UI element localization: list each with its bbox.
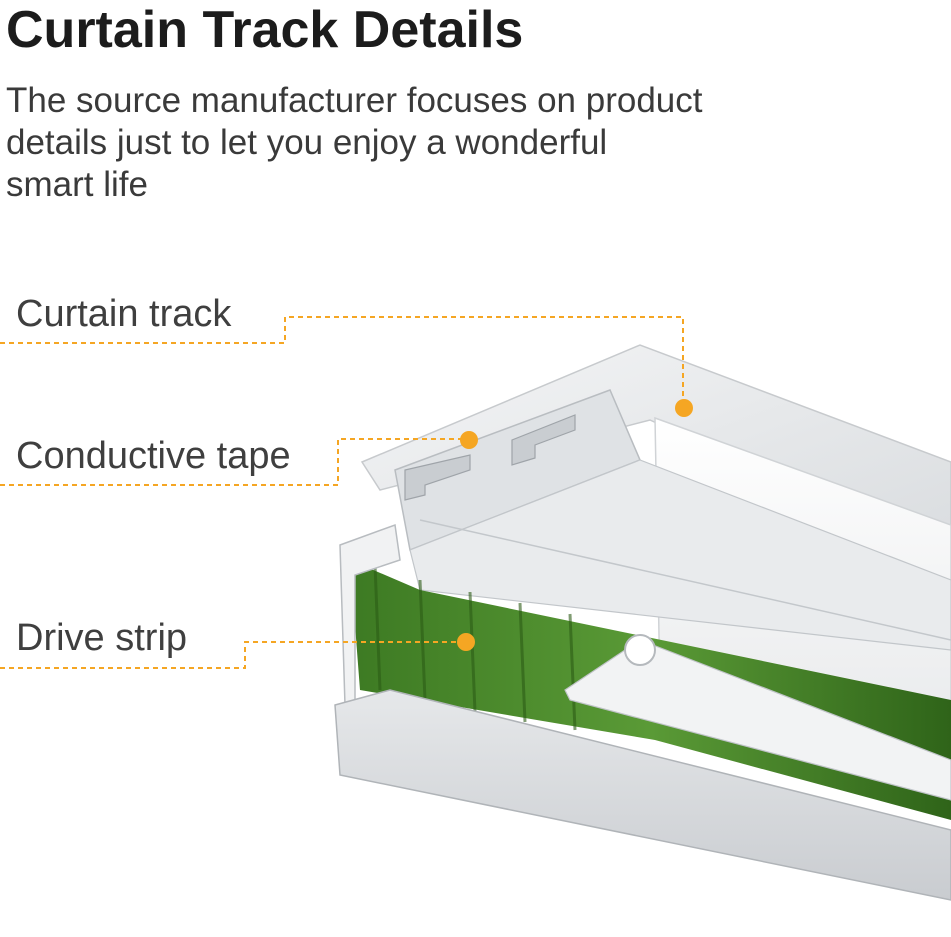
label-drive-strip: Drive strip (16, 617, 188, 659)
subtitle: The source manufacturer focuses on produ… (6, 80, 906, 206)
label-conductive-tape: Conductive tape (16, 435, 291, 477)
drive-strip-marker (457, 633, 475, 651)
subtitle-line-1: The source manufacturer focuses on produ… (6, 81, 703, 120)
callout-line-curtain-track (0, 316, 684, 405)
callout-line-drive-strip (0, 641, 465, 669)
curtain-track-marker (675, 399, 693, 417)
conductive-channel (394, 389, 951, 651)
subtitle-line-3: smart life (6, 165, 148, 204)
subtitle-line-2: details just to let you enjoy a wonderfu… (6, 123, 608, 162)
page-title: Curtain Track Details (6, 1, 524, 59)
label-curtain-track: Curtain track (16, 293, 232, 335)
conductive-tape-marker (460, 431, 478, 449)
callout-lines (0, 316, 684, 669)
track-bottom-rail (334, 634, 951, 901)
callout-line-conductive-tape (0, 438, 468, 486)
